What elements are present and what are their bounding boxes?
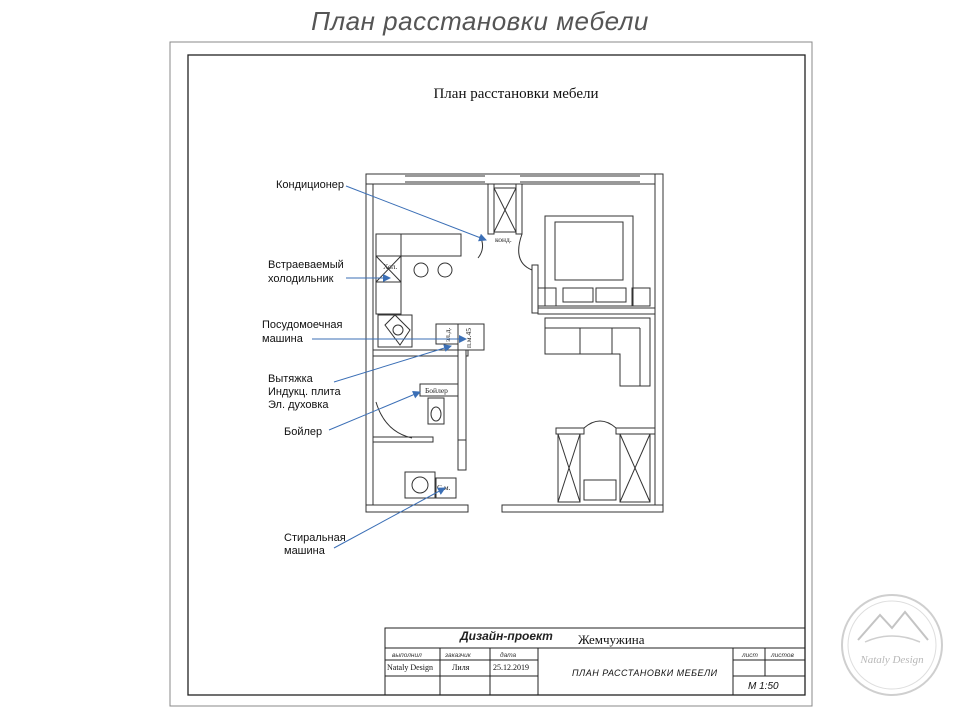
label-dishwasher: п.м.45 [464, 328, 473, 348]
bath-basin [404, 471, 436, 499]
callout-hob: Вытяжка Индукц. плита Эл. духовка [268, 344, 452, 411]
oven-hob [435, 323, 459, 345]
tb-date-value: 25.12.2019 [493, 663, 529, 672]
callout-washer: Стиральная машина [284, 487, 446, 557]
windows [405, 175, 640, 183]
wardrobe-top [493, 187, 517, 233]
slide-title: План расстановки мебели [311, 6, 649, 36]
wardrobe-left [557, 433, 581, 503]
callout-ac: Кондиционер [276, 179, 487, 242]
label-oven: эл.д. [443, 327, 452, 342]
nightstand-left [537, 287, 557, 307]
label-boiler: Бойлер [425, 386, 448, 395]
callout-dishwasher: Посудомоечная машина [262, 319, 467, 345]
svg-text:Бойлер: Бойлер [284, 426, 322, 438]
drawing-title: План расстановки мебели [433, 86, 598, 102]
tb-col-date: дата [500, 651, 517, 659]
svg-text:Вытяжка: Вытяжка [268, 373, 314, 385]
floor-plan [365, 173, 664, 513]
toilet [427, 397, 445, 425]
label-fridge: Хол. [383, 262, 397, 271]
outer-frame [169, 41, 813, 707]
svg-text:Посудомоечная: Посудомоечная [262, 319, 343, 331]
tb-col-client: заказчик [444, 652, 472, 659]
wardrobe-right [619, 433, 651, 503]
tb-sheet-name: ПЛАН РАССТАНОВКИ МЕБЕЛИ [572, 668, 718, 678]
tb-project-name: Жемчужина [578, 632, 645, 647]
svg-text:холодильник: холодильник [268, 273, 334, 285]
bed [544, 215, 634, 307]
tb-project-type: Дизайн-проект [459, 629, 553, 643]
title-block [384, 627, 806, 696]
fridge [375, 255, 402, 283]
svg-text:Стиральная: Стиральная [284, 532, 346, 544]
kitchen-counter [375, 233, 402, 315]
svg-text:Встраеваемый: Встраеваемый [268, 259, 344, 271]
boiler [419, 383, 459, 397]
tb-client-value: Лиля [452, 663, 470, 672]
door-swing [518, 233, 533, 271]
shower-door [375, 401, 413, 439]
label-washer: С.м. [437, 483, 451, 492]
tb-col-sheets: листов [770, 652, 794, 659]
tb-col-sheet: лист [741, 652, 759, 659]
outer-walls [365, 173, 664, 513]
watermark-logo: Nataly Design [841, 594, 943, 696]
watermark-text: Nataly Design [859, 654, 924, 666]
label-ac: конд. [495, 235, 512, 244]
callout-boiler: Бойлер [284, 391, 421, 438]
svg-text:машина: машина [262, 333, 304, 345]
nightstand-right [631, 287, 651, 307]
svg-text:Индукц. плита: Индукц. плита [268, 386, 342, 398]
tb-done-value: Nataly Design [387, 663, 433, 672]
dining-chair-2 [437, 262, 453, 278]
tb-col-done: выполнил [392, 652, 422, 659]
dining-chair-1 [413, 262, 429, 278]
svg-text:машина: машина [284, 545, 326, 557]
callout-fridge: Встраеваемый холодильник [268, 259, 391, 285]
tb-scale: М 1:50 [748, 681, 779, 692]
svg-text:Кондиционер: Кондиционер [276, 179, 344, 191]
corner-sofa [544, 317, 651, 387]
partition-walls [372, 183, 656, 471]
washing-machine [435, 477, 457, 499]
sink-unit [377, 314, 413, 348]
svg-text:Эл. духовка: Эл. духовка [268, 399, 329, 411]
